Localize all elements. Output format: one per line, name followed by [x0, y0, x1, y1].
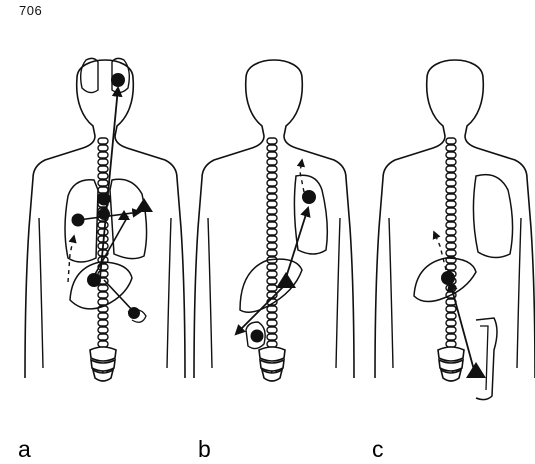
metastasis-liver-dot-a: [87, 273, 101, 287]
colon-inner-c: [480, 326, 488, 390]
primary-lung-triangle-a: [135, 198, 153, 212]
primary-colon-triangle-c: [466, 362, 486, 378]
arrow-liver-to-lung-b: [284, 208, 308, 284]
metastasis-lung-dot-left-a: [72, 214, 85, 227]
metastasis-spine-dot2-a: [98, 208, 110, 220]
metastasis-kidney-dot-a: [128, 307, 140, 319]
panel-label-b: b: [198, 438, 211, 461]
metastasis-spine-dot-a: [98, 193, 111, 206]
panel-label-a: a: [18, 438, 31, 461]
metastasis-brain-dot-a: [111, 73, 125, 87]
metastasis-liver-dot-c: [441, 271, 455, 285]
panel-b: [194, 60, 354, 381]
dashed-arrow-c: [434, 232, 446, 270]
arrow-liver-to-kidney-b: [236, 284, 286, 334]
panel-a: [25, 58, 185, 381]
panel-c: [375, 60, 535, 400]
lung-right-c: [473, 175, 512, 258]
lung-right-b: [294, 175, 327, 254]
metastasis-kidney-dot-b: [251, 330, 264, 343]
primary-liver-triangle-b: [276, 272, 296, 288]
panel-label-c: c: [372, 438, 384, 461]
metastasis-lung-dot-b: [302, 190, 316, 204]
